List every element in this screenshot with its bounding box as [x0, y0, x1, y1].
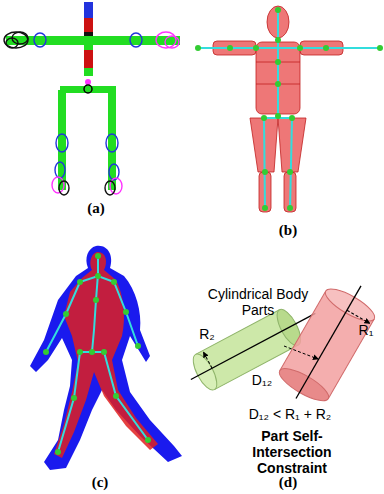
panel-label: (c) — [70, 474, 130, 491]
cylinder-body-model — [213, 6, 343, 212]
constraint-formula: D₁₂ < R₁ + R₂ — [215, 406, 365, 422]
panel-label: (a) — [66, 200, 126, 217]
callout-text: Cylindrical Body Parts — [197, 286, 319, 318]
dimension-label: R₁ — [351, 322, 381, 338]
silhouette-skeleton — [46, 256, 148, 452]
panel-label: (b) — [258, 222, 318, 239]
model-skeleton — [196, 8, 382, 210]
skeleton-clusters — [4, 2, 180, 195]
silhouette-joints — [43, 253, 151, 455]
model-joints — [195, 7, 383, 211]
distance-arrow — [284, 346, 318, 359]
walking-silhouette — [30, 246, 182, 470]
dimension-label: R₂ — [192, 326, 222, 342]
dimension-label: D₁₂ — [244, 372, 280, 388]
panel-label: (d) — [258, 474, 318, 491]
constraint-title: Part Self-Intersection Constraint — [222, 428, 362, 476]
